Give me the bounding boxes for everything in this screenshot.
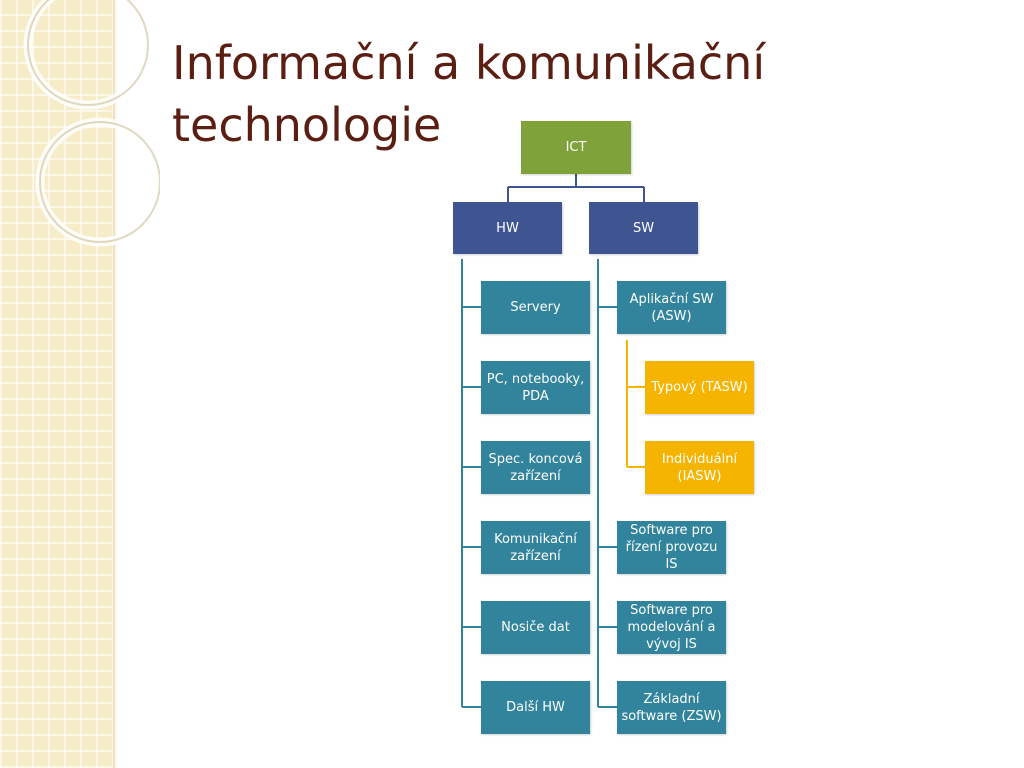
side-panel-edge <box>113 0 117 768</box>
node-sw-zakladni: Základní software (ZSW) <box>617 681 726 734</box>
node-sw-typovy: Typový (TASW) <box>645 361 754 414</box>
node-hw-dalsi: Další HW <box>481 681 590 734</box>
slide-title: Informační a komunikační technologie <box>172 32 932 156</box>
node-hw-nosice-dat: Nosiče dat <box>481 601 590 654</box>
node-hw-komunikacni-zarizeni: Komunikační zařízení <box>481 521 590 574</box>
decorative-rings <box>23 0 160 247</box>
node-sw-individualni: Individuální (IASW) <box>645 441 754 494</box>
node-ict: ICT <box>521 121 631 174</box>
slide-title-line-1: Informační a komunikační <box>172 36 766 90</box>
node-hw-koncova-zarizeni: Spec. koncová zařízení <box>481 441 590 494</box>
node-hw-pc-notebooky: PC, notebooky, PDA <box>481 361 590 414</box>
decorative-side-panel <box>0 0 113 768</box>
node-sw-modelovani-vyvoj: Software pro modelování a vývoj IS <box>617 601 726 654</box>
node-sw-rizeni-provozu: Software pro řízení provozu IS <box>617 521 726 574</box>
node-sw-aplikacni: Aplikační SW (ASW) <box>617 281 726 334</box>
node-sw: SW <box>589 202 698 254</box>
slide-title-line-2: technologie <box>172 98 442 152</box>
node-hw-servery: Servery <box>481 281 590 334</box>
node-hw: HW <box>453 202 562 254</box>
